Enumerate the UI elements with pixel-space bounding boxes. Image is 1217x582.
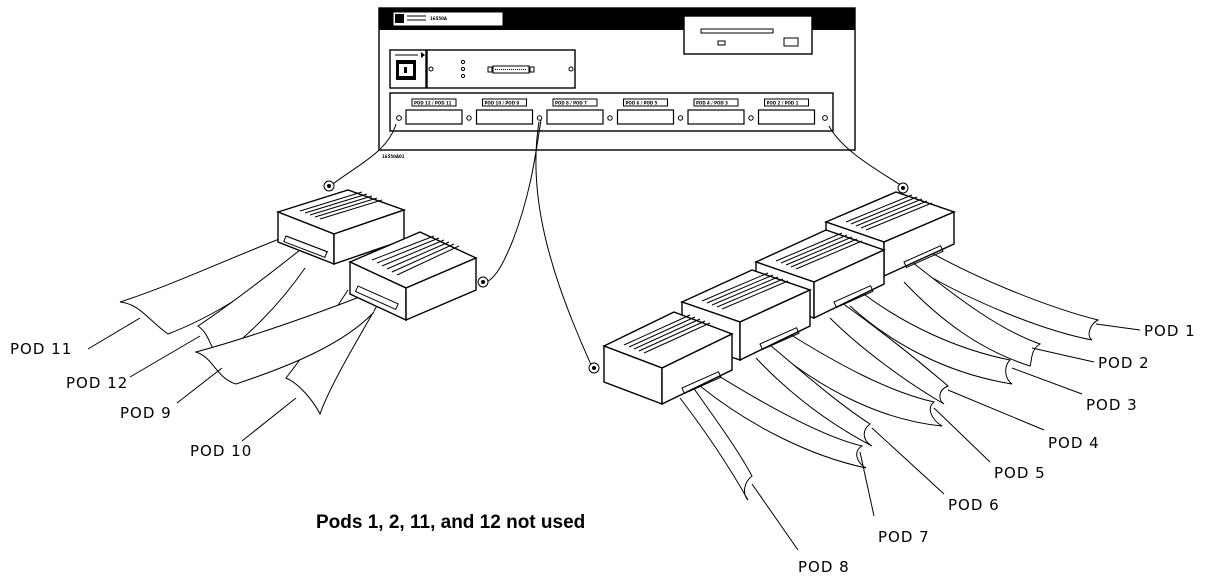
pod-6-label: POD 6 [948, 496, 1000, 514]
pod-connector-label: POD 6 / POD 5 [626, 101, 658, 106]
pod-3-label: POD 3 [1086, 396, 1138, 414]
ribbon-pod-2 [903, 261, 1042, 367]
pod-connector-panel: POD 12 / POD 11 POD 10 / POD 9 POD 8 / POD… [389, 92, 834, 132]
pod-labels: POD 1 POD 2 POD 3 POD 4 POD 5 POD 6 POD … [10, 322, 1196, 576]
logic-analyzer-instrument: 16550A [378, 7, 856, 159]
ribbon-pod-6 [755, 339, 873, 447]
floppy-drive [683, 15, 813, 55]
ribbon-pod-5 [771, 327, 943, 427]
pod-5-label: POD 5 [994, 464, 1046, 482]
screw-hole [536, 115, 543, 121]
screw-hole [748, 115, 754, 121]
pod-connector-4[interactable]: POD 6 / POD 5 [616, 98, 684, 125]
pod-9-label: POD 9 [120, 404, 172, 422]
pod-2-label: POD 2 [1098, 354, 1150, 372]
pod-connector-6[interactable]: POD 2 / POD 1 [757, 98, 816, 125]
pod-connector-label: POD 10 / POD 9 [485, 101, 520, 106]
pod-connector-5[interactable]: POD 4 / POD 3 [687, 98, 754, 125]
pod-connector-3[interactable]: POD 8 / POD 7 [546, 98, 613, 125]
screw-hole [677, 115, 684, 121]
pod-connector-label: POD 8 / POD 7 [555, 101, 587, 106]
pod-11-label: POD 11 [10, 340, 72, 358]
pod-12-label: POD 12 [66, 374, 128, 392]
pod-connector-label: POD 2 / POD 1 [767, 101, 799, 106]
ribbon-pod-3 [849, 287, 1013, 385]
ribbon-pod-7 [699, 367, 867, 469]
pod-10-label: POD 10 [190, 442, 252, 460]
pod-box-right-4 [588, 311, 734, 406]
power-switch[interactable] [389, 49, 427, 89]
model-text: 16550A [430, 16, 448, 21]
ribbon-pod-8 [679, 379, 753, 501]
pod-connector-label: POD 12 / POD 11 [414, 101, 452, 106]
instrument-id-label: 16550A01 [382, 154, 405, 159]
ribbon-pod-4 [829, 299, 949, 405]
pod-1-label: POD 1 [1144, 322, 1196, 340]
ribbon-pod-12 [197, 249, 306, 357]
upper-module-panel [426, 49, 576, 89]
pod-box-left-back [275, 180, 407, 266]
pod-4-label: POD 4 [1048, 434, 1100, 452]
screw-hole [466, 115, 472, 121]
pod-connector-1[interactable]: POD 12 / POD 11 [405, 98, 472, 125]
right-cable-group [588, 182, 1141, 551]
pod-box-left-front [348, 231, 489, 322]
pod-7-label: POD 7 [878, 528, 930, 546]
screw-hole [607, 115, 613, 121]
cable-set [332, 119, 903, 368]
ribbon-pod-9 [194, 295, 375, 385]
pod-connector-label: POD 4 / POD 3 [696, 101, 728, 106]
ribbon-pod-1 [921, 251, 1100, 341]
left-cable-group [87, 180, 489, 442]
pod-8-label: POD 8 [798, 558, 850, 576]
pod-connector-2[interactable]: POD 10 / POD 9 [475, 98, 543, 125]
figure-caption: Pods 1, 2, 11, and 12 not used [316, 512, 586, 533]
